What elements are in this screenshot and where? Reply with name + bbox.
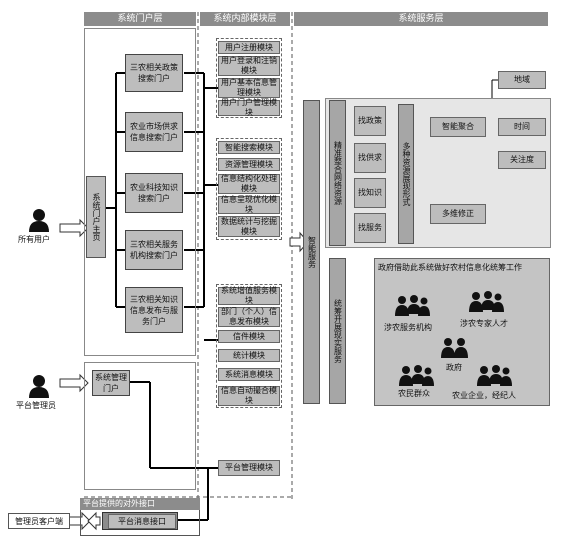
finder-supply[interactable]: 找供求 — [354, 143, 386, 173]
finder-knowledge[interactable]: 找知识 — [354, 178, 386, 208]
message-interface-box[interactable]: 平台消息接口 — [108, 514, 176, 529]
module-stats-mining[interactable]: 数据统计与挖掘模块 — [218, 216, 280, 237]
module-user-register[interactable]: 用户注册模块 — [218, 41, 280, 54]
portal-tech-search[interactable]: 农业科技知识搜索门户 — [125, 173, 183, 213]
module-user-login[interactable]: 用户登录和注销模块 — [218, 56, 280, 76]
module-group-search — [216, 138, 282, 240]
header-portal-layer: 系统门户层 — [84, 12, 196, 26]
government-icon — [440, 336, 470, 358]
experts-icon — [468, 290, 504, 312]
module-structuring[interactable]: 信息结构化处理模块 — [218, 174, 280, 194]
smart-service-bar[interactable]: 智能服务 — [303, 100, 320, 404]
header-service-layer: 系统服务层 — [294, 12, 548, 26]
farmers-icon — [398, 364, 434, 386]
precise-resources-bar[interactable]: 精准整合网络资源 — [329, 100, 346, 246]
government-label: 政府 — [446, 363, 462, 372]
module-group-value-added — [216, 284, 282, 408]
multi-display-bar[interactable]: 多种资源展现形式 — [398, 104, 414, 244]
admin-client-box[interactable]: 管理员客户端 — [8, 513, 70, 529]
module-presentation[interactable]: 信息呈现优化模块 — [218, 195, 280, 214]
module-platform-mgmt[interactable]: 平台管理模块 — [218, 460, 280, 476]
all-users-icon — [28, 208, 50, 232]
admin-layer-frame — [84, 362, 196, 490]
header-module-layer: 系统内部模块层 — [200, 12, 290, 26]
enterprises-label: 农业企业，经纪人 — [452, 391, 516, 400]
coordinated-service-bar[interactable]: 统筹开展现实服务 — [329, 258, 346, 404]
platform-admin-label: 平台管理员 — [16, 401, 56, 410]
service-org-label: 涉农服务机构 — [384, 323, 432, 332]
module-statistics[interactable]: 统计模块 — [218, 349, 280, 362]
module-letters[interactable]: 信件模块 — [218, 330, 280, 343]
service-org-icon — [394, 294, 430, 316]
all-users-label: 所有用户 — [18, 235, 50, 244]
module-info-publish[interactable]: 部门（个人）信息发布模块 — [218, 307, 280, 327]
module-group-user — [216, 38, 282, 118]
aggregation-time[interactable]: 时间 — [498, 118, 546, 136]
external-interface-title: 平台提供的对外接口 — [80, 498, 200, 510]
portal-market-search[interactable]: 农业市场供求信息搜索门户 — [125, 112, 183, 152]
admin-portal-box[interactable]: 系统管理门户 — [92, 370, 130, 396]
government-network-title: 政府借助此系统做好农村信息化统筹工作 — [378, 263, 522, 272]
platform-admin-icon — [28, 374, 50, 398]
finder-service[interactable]: 找服务 — [354, 213, 386, 243]
module-value-added[interactable]: 系统增值服务模块 — [218, 286, 280, 305]
module-user-info[interactable]: 用户基本信息管理模块 — [218, 78, 280, 98]
module-system-message[interactable]: 系统消息模块 — [218, 368, 280, 381]
portal-service-org-search[interactable]: 三农相关服务机构搜索门户 — [125, 230, 183, 270]
experts-label: 涉农专家人才 — [460, 319, 508, 328]
farmers-label: 农民群众 — [398, 389, 430, 398]
module-smart-search[interactable]: 智能搜索模块 — [218, 141, 280, 154]
finder-policy[interactable]: 找政策 — [354, 106, 386, 136]
portal-layer-frame — [84, 28, 196, 356]
module-user-portal[interactable]: 用户门户管理模块 — [218, 98, 280, 117]
multi-correction-box[interactable]: 多维修正 — [430, 204, 486, 224]
smart-aggregation-box[interactable]: 智能聚合 — [430, 117, 486, 137]
enterprises-icon — [476, 364, 512, 386]
portal-home-box[interactable]: 系统门户主页 — [86, 176, 106, 258]
module-resource-mgmt[interactable]: 资源管理模块 — [218, 158, 280, 171]
aggregation-attention[interactable]: 关注度 — [498, 151, 546, 169]
aggregation-region[interactable]: 地域 — [498, 71, 546, 89]
module-auto-match[interactable]: 信息自动撮合模块 — [218, 386, 280, 406]
portal-policy-search[interactable]: 三农相关政策搜索门户 — [125, 54, 183, 92]
portal-knowledge-publish[interactable]: 三农相关知识信息发布与服务门户 — [125, 287, 183, 333]
